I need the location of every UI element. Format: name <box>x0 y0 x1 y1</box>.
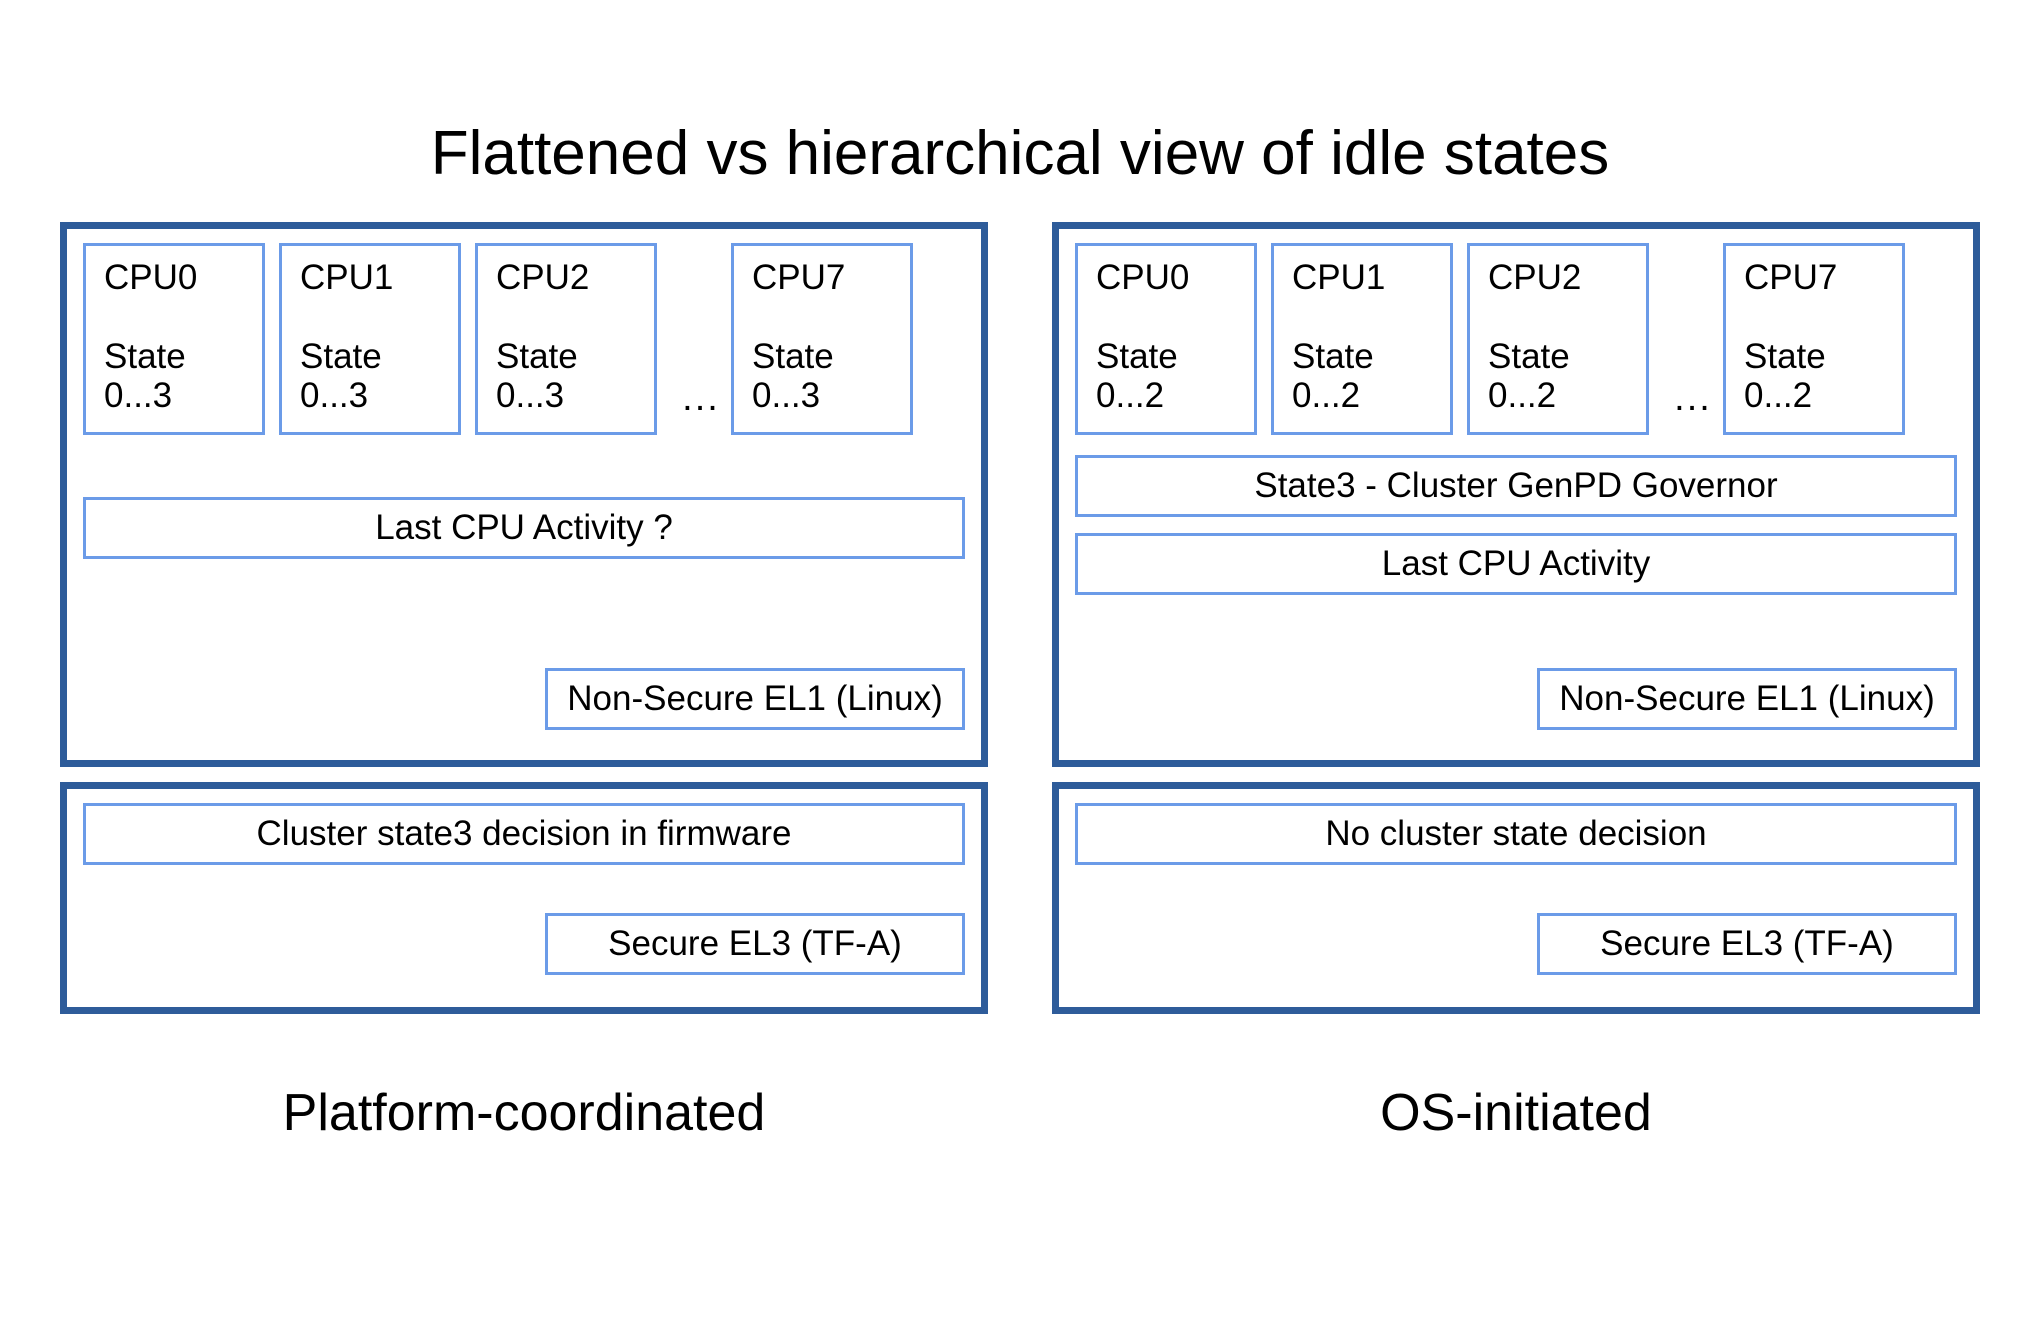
exception-level-tag-el3: Secure EL3 (TF-A) <box>1537 913 1957 975</box>
cpu-box-title: CPU1 <box>300 258 394 297</box>
right-os-panel: CPU0 State 0...2 CPU1 State 0...2 CPU2 S… <box>1052 222 1980 767</box>
cpu-box-cpu7: CPU7 State 0...2 <box>1723 243 1905 435</box>
exception-level-tag-el3: Secure EL3 (TF-A) <box>545 913 965 975</box>
column-platform-coordinated: CPU0 State 0...3 CPU1 State 0...3 CPU2 S… <box>60 222 988 1082</box>
cpu-state-range: 0...2 <box>1096 376 1165 416</box>
cpu-state-range: 0...3 <box>300 376 369 416</box>
cpu-box-title: CPU1 <box>1292 258 1386 297</box>
exception-level-tag-el1: Non-Secure EL1 (Linux) <box>1537 668 1957 730</box>
cpu-box-title: CPU0 <box>104 258 198 297</box>
last-cpu-activity-bar: Last CPU Activity ? <box>83 497 965 559</box>
cpu-state-label: State <box>1488 337 1570 376</box>
page-title: Flattened vs hierarchical view of idle s… <box>430 119 1610 188</box>
comparison-columns: CPU0 State 0...3 CPU1 State 0...3 CPU2 S… <box>0 222 2040 1082</box>
cpu-state-range: 0...3 <box>104 376 173 416</box>
cpu-box-cpu2: CPU2 State 0...2 <box>1467 243 1649 435</box>
cpu-box-cpu2: CPU2 State 0...3 <box>475 243 657 435</box>
cpu-box-cpu1: CPU1 State 0...3 <box>279 243 461 435</box>
cpu-box-cpu0: CPU0 State 0...2 <box>1075 243 1257 435</box>
cpu-box-title: CPU2 <box>496 258 590 297</box>
left-firmware-panel: Cluster state3 decision in firmware Secu… <box>60 782 988 1014</box>
cluster-genpd-governor-bar: State3 - Cluster GenPD Governor <box>1075 455 1957 517</box>
cpu-state-range: 0...2 <box>1292 376 1361 416</box>
cpu-state-range: 0...2 <box>1744 376 1813 416</box>
cpu-box-cpu7: CPU7 State 0...3 <box>731 243 913 435</box>
cpu-ellipsis: ... <box>1674 377 1712 419</box>
cpu-ellipsis: ... <box>682 377 720 419</box>
cpu-state-label: State <box>104 337 186 376</box>
cpu-state-range: 0...3 <box>752 376 821 416</box>
firmware-decision-bar: Cluster state3 decision in firmware <box>83 803 965 865</box>
cpu-state-label: State <box>752 337 834 376</box>
caption-os-initiated: OS-initiated <box>1380 1084 1652 1142</box>
cpu-state-label: State <box>1096 337 1178 376</box>
cpu-box-title: CPU2 <box>1488 258 1582 297</box>
cpu-box-title: CPU7 <box>752 258 846 297</box>
cpu-box-cpu0: CPU0 State 0...3 <box>83 243 265 435</box>
cpu-state-range: 0...2 <box>1488 376 1557 416</box>
cpu-box-title: CPU0 <box>1096 258 1190 297</box>
caption-platform-coordinated: Platform-coordinated <box>282 1084 766 1142</box>
cpu-box-title: CPU7 <box>1744 258 1838 297</box>
left-os-panel: CPU0 State 0...3 CPU1 State 0...3 CPU2 S… <box>60 222 988 767</box>
last-cpu-activity-bar: Last CPU Activity <box>1075 533 1957 595</box>
cpu-state-label: State <box>496 337 578 376</box>
exception-level-tag-el1: Non-Secure EL1 (Linux) <box>545 668 965 730</box>
firmware-decision-bar: No cluster state decision <box>1075 803 1957 865</box>
cpu-state-label: State <box>1744 337 1826 376</box>
left-cpu-row: CPU0 State 0...3 CPU1 State 0...3 CPU2 S… <box>83 243 965 439</box>
cpu-state-range: 0...3 <box>496 376 565 416</box>
column-os-initiated: CPU0 State 0...2 CPU1 State 0...2 CPU2 S… <box>1052 222 1980 1082</box>
right-firmware-panel: No cluster state decision Secure EL3 (TF… <box>1052 782 1980 1014</box>
right-cpu-row: CPU0 State 0...2 CPU1 State 0...2 CPU2 S… <box>1075 243 1957 439</box>
cpu-state-label: State <box>1292 337 1374 376</box>
cpu-state-label: State <box>300 337 382 376</box>
cpu-box-cpu1: CPU1 State 0...2 <box>1271 243 1453 435</box>
